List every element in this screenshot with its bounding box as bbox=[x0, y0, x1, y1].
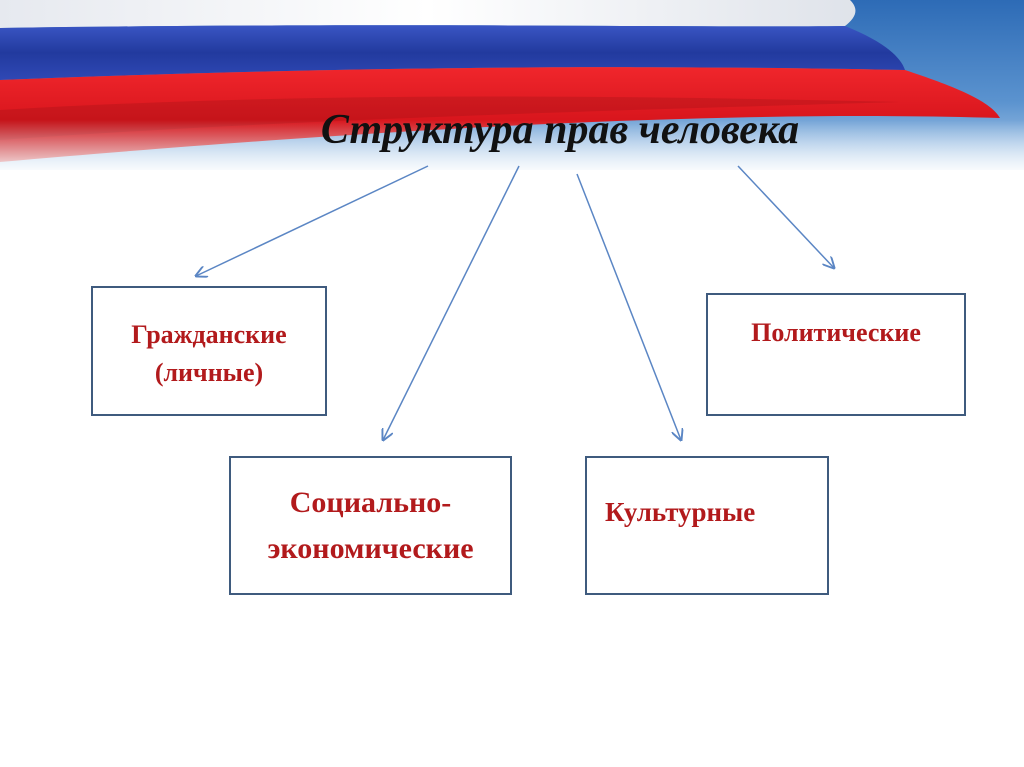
civil-rights-label-line-1: Гражданские bbox=[131, 320, 287, 349]
arrow-to-civil bbox=[196, 165, 429, 276]
flag-fold-shadow bbox=[0, 96, 900, 140]
cultural-rights-box: Культурные bbox=[585, 456, 829, 595]
arrow-to-social bbox=[383, 165, 520, 440]
socio-economic-rights-box: Социально- экономические bbox=[229, 456, 512, 595]
socio-economic-label-line-1: Социально- bbox=[289, 486, 452, 519]
civil-rights-label-line-2: (личные) bbox=[154, 358, 264, 387]
arrow-to-political bbox=[737, 165, 834, 268]
flag-white-stripe bbox=[0, 0, 856, 28]
diagram-title: Структура прав человека bbox=[320, 107, 800, 153]
civil-rights-box: Гражданские (личные) bbox=[91, 286, 327, 416]
flag-blue-stripe bbox=[0, 25, 905, 81]
cultural-rights-label: Культурные bbox=[605, 497, 756, 527]
arrow-to-cultural bbox=[576, 173, 681, 440]
political-rights-label: Политические bbox=[751, 318, 921, 347]
banner-fade bbox=[0, 120, 1024, 170]
russian-flag-banner bbox=[0, 0, 1024, 170]
socio-economic-label-line-2: экономические bbox=[267, 532, 474, 565]
political-rights-box: Политические bbox=[706, 293, 966, 416]
